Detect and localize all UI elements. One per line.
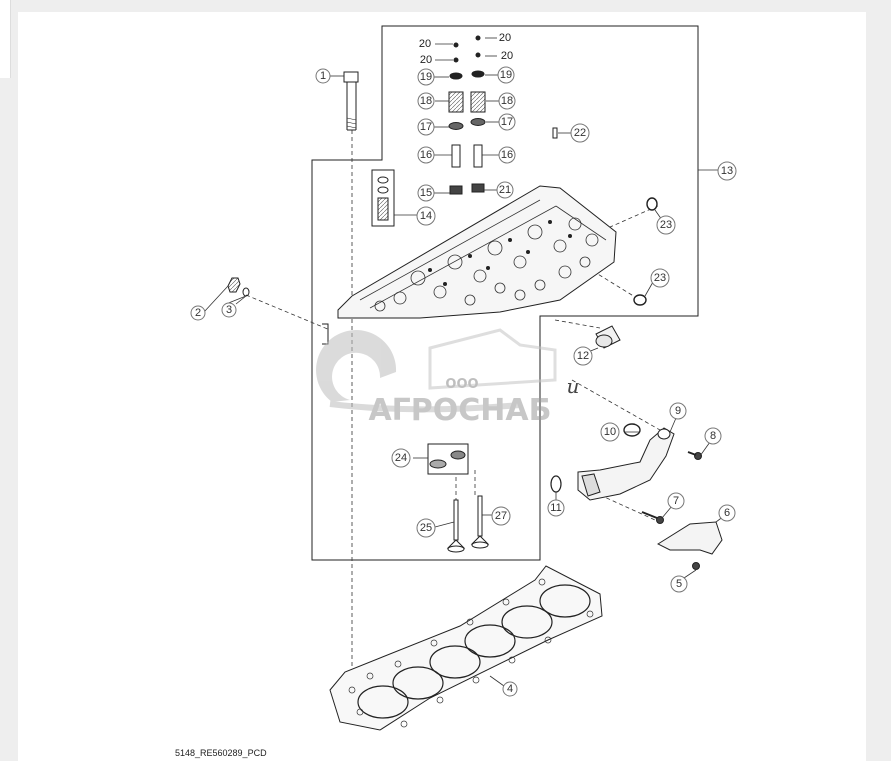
svg-text:18: 18	[501, 95, 513, 107]
svg-text:11: 11	[550, 502, 561, 514]
svg-text:21: 21	[499, 184, 511, 196]
svg-text:9: 9	[675, 405, 681, 417]
svg-text:10: 10	[604, 426, 616, 438]
svg-text:8: 8	[710, 430, 716, 442]
callout-6: 6	[718, 504, 736, 522]
callout-1: 1	[315, 68, 331, 84]
plug-part-23a	[646, 197, 658, 211]
callout-5: 5	[670, 575, 688, 593]
callout-14: 14	[416, 206, 436, 226]
drawing-code: 5148_RE560289_PCD	[175, 748, 267, 758]
svg-text:23: 23	[660, 219, 672, 231]
o-ring-part-11	[550, 475, 562, 493]
svg-text:22: 22	[574, 127, 586, 139]
svg-text:18: 18	[420, 95, 432, 107]
watermark-line1: ООО	[445, 377, 478, 392]
group-frame	[311, 25, 699, 561]
diagram-panel: ООО АГРОСНАБ u	[18, 12, 866, 761]
callout-19b: 19	[497, 66, 515, 84]
svg-text:23: 23	[654, 272, 666, 284]
fitting-parts-2-3	[227, 277, 250, 297]
svg-text:4: 4	[507, 683, 513, 695]
watermark-logo: ООО АГРОСНАБ	[316, 328, 557, 428]
coolant-elbow-part	[577, 427, 675, 501]
valve-seal-box	[427, 443, 469, 475]
label-20a: 20	[419, 38, 431, 50]
svg-text:17: 17	[501, 116, 513, 128]
head-bolt-part	[343, 71, 359, 131]
svg-text:13: 13	[721, 165, 733, 177]
svg-text:16: 16	[501, 149, 513, 161]
plug-part-23b	[633, 294, 647, 306]
svg-text:12: 12	[577, 350, 589, 362]
callout-18b: 18	[498, 92, 516, 110]
parts-diagram: ООО АГРОСНАБ u	[175, 25, 737, 758]
stray-mark: u	[567, 374, 580, 398]
callout-4: 4	[502, 681, 518, 697]
svg-text:24: 24	[395, 452, 407, 464]
callout-13: 13	[717, 161, 737, 181]
svg-text:5: 5	[676, 578, 682, 590]
callout-7: 7	[667, 492, 685, 510]
svg-text:19: 19	[500, 69, 512, 81]
callout-12: 12	[573, 346, 593, 366]
watermark-line2: АГРОСНАБ	[368, 393, 551, 428]
label-20d: 20	[501, 50, 513, 62]
label-20c: 20	[499, 32, 511, 44]
svg-text:6: 6	[724, 507, 730, 519]
callout-16a: 16	[417, 146, 435, 164]
label-20b: 20	[420, 54, 432, 66]
svg-text:27: 27	[495, 510, 507, 522]
bolt-parts	[641, 451, 702, 570]
alignment-lines	[245, 130, 661, 690]
callout-18a: 18	[417, 92, 435, 110]
callout-21: 21	[496, 181, 514, 199]
callout-19a: 19	[417, 68, 435, 86]
svg-text:14: 14	[420, 210, 432, 222]
leader-lines	[203, 37, 725, 687]
svg-text:19: 19	[420, 71, 432, 83]
callout-27: 27	[491, 506, 511, 526]
side-plug	[322, 323, 329, 345]
callout-22: 22	[570, 123, 590, 143]
callout-8: 8	[704, 427, 722, 445]
valve-parts	[446, 495, 490, 553]
head-gasket-part	[329, 565, 603, 731]
svg-text:25: 25	[420, 522, 432, 534]
callout-17b: 17	[498, 113, 516, 131]
callout-2: 2	[190, 305, 206, 321]
svg-text:17: 17	[420, 121, 432, 133]
sleeve-kit-box	[371, 169, 395, 227]
callout-23b: 23	[650, 268, 670, 288]
callout-10: 10	[600, 422, 620, 442]
sleeve-part-12	[595, 325, 621, 349]
callout-23a: 23	[656, 215, 676, 235]
o-ring-part-10	[623, 423, 641, 437]
callout-16b: 16	[498, 146, 516, 164]
callout-15: 15	[417, 184, 435, 202]
callout-11: 11	[547, 499, 565, 517]
svg-text:2: 2	[195, 307, 201, 319]
left-edge-strip	[0, 0, 11, 78]
callout-17a: 17	[417, 118, 435, 136]
callout-25: 25	[416, 518, 436, 538]
bracket-part-6	[656, 521, 723, 555]
callout-9: 9	[669, 402, 687, 420]
svg-text:15: 15	[420, 187, 432, 199]
callout-24: 24	[391, 448, 411, 468]
callout-3: 3	[221, 302, 237, 318]
svg-text:16: 16	[420, 149, 432, 161]
svg-text:1: 1	[320, 70, 326, 82]
svg-text:3: 3	[226, 304, 232, 316]
valve-train-parts	[448, 35, 558, 195]
cylinder-head-part	[337, 185, 617, 319]
svg-text:7: 7	[673, 495, 679, 507]
